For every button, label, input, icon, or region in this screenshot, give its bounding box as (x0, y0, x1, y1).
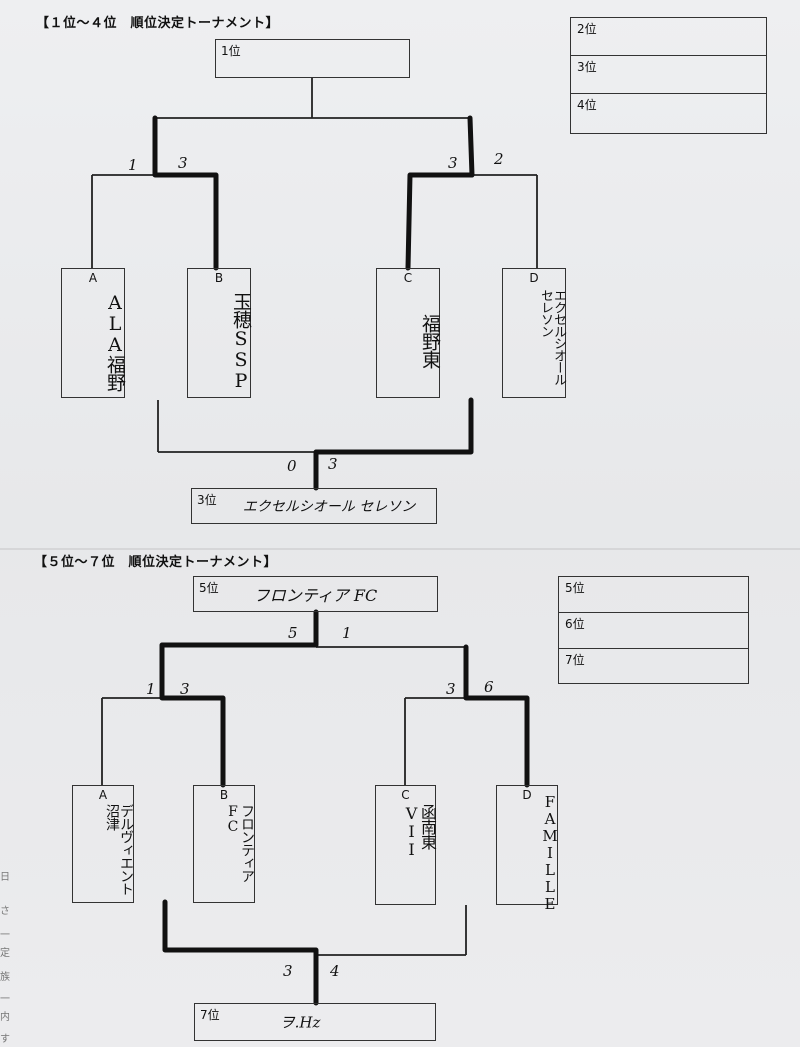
team-box-top-b: B 玉穂SSP (187, 268, 252, 398)
rank-row-7: 7位 (565, 653, 585, 667)
fifth-place-value: フロンティア FC (253, 586, 378, 605)
team-letter: D (522, 788, 532, 802)
seventh-place-label: 7位 (200, 1008, 220, 1022)
score-final-right: 1 (342, 624, 352, 642)
edge-note: さ (0, 906, 10, 917)
team-name: フロンティアFC (225, 804, 255, 882)
team-letter: A (98, 788, 108, 802)
team-letter: B (219, 788, 229, 802)
seventh-place-box: 7位 ヲ.Hz (194, 1003, 436, 1041)
team-letter: D (529, 271, 539, 285)
score-final-left: 5 (288, 624, 298, 642)
fifth-place-label: 5位 (199, 581, 219, 595)
page-fold (0, 548, 800, 550)
rank-row-4: 4位 (577, 98, 597, 112)
score-bottom-a: 1 (146, 680, 156, 698)
team-letter: A (88, 271, 98, 285)
rank-row-5: 5位 (559, 577, 748, 613)
seventh-place-value: ヲ.Hz (279, 1013, 321, 1032)
team-box-bottom-d: D FAMILLE (496, 785, 559, 912)
team-box-top-c: C 福野東 (376, 268, 441, 398)
score-bottom-b: 3 (180, 680, 190, 698)
score-top-d: 2 (494, 150, 504, 168)
team-name: 函南東VII (402, 804, 437, 858)
edge-note: す (0, 1034, 10, 1045)
team-box-top-a: A ALA福野 (61, 268, 126, 398)
score-top-b: 3 (178, 154, 188, 172)
team-name: 福野東 (419, 314, 441, 368)
team-name: デルヴィエント沼津 (104, 804, 134, 895)
edge-note: 定 (0, 948, 10, 959)
bottom-rank-table: 5位 6位 7位 (558, 576, 749, 684)
team-letter: B (214, 271, 224, 285)
third-place-value: エクセルシオール セレソン (242, 499, 416, 515)
first-place-label: 1位 (221, 44, 241, 58)
edge-note: 一 (0, 930, 10, 941)
score-third-right: 3 (328, 455, 338, 473)
top-rank-table: 2位 3位 4位 (570, 17, 767, 134)
score-top-a: 1 (128, 156, 138, 174)
third-place-label: 3位 (197, 493, 217, 507)
score-top-c: 3 (448, 154, 458, 172)
fifth-place-box: 5位 フロンティア FC (193, 576, 438, 612)
score-bottom-d: 6 (484, 678, 494, 696)
rank-row-6: 6位 (559, 613, 748, 649)
score-third-left: 0 (287, 457, 297, 475)
rank-row-3: 3位 (571, 56, 766, 94)
score-seventh-left: 3 (283, 962, 293, 980)
team-name: エクセルシオールセレソン (538, 289, 566, 385)
first-place-box: 1位 (215, 39, 410, 78)
team-name: 玉穂SSP (230, 291, 252, 391)
team-box-bottom-c: C 函南東VII (375, 785, 437, 905)
bottom-heading: 【５位～７位 順位決定トーナメント】 (34, 555, 278, 570)
team-box-bottom-b: B フロンティアFC (193, 785, 255, 903)
team-letter: C (401, 788, 410, 802)
team-name: FAMILLE (541, 792, 559, 912)
rank-row-2: 2位 (571, 18, 766, 56)
team-box-top-d: D エクセルシオールセレソン (502, 268, 566, 398)
team-box-bottom-a: A デルヴィエント沼津 (72, 785, 134, 903)
team-name: ALA福野 (104, 291, 126, 391)
edge-note: 日 (0, 872, 10, 883)
edge-note: 族 (0, 972, 10, 983)
team-letter: C (403, 271, 413, 285)
edge-note: 内 (0, 1012, 10, 1023)
edge-note: 一 (0, 994, 10, 1005)
third-place-box: 3位 エクセルシオール セレソン (191, 488, 437, 524)
score-seventh-right: 4 (330, 962, 340, 980)
top-heading: 【１位～４位 順位決定トーナメント】 (36, 16, 280, 31)
score-bottom-c: 3 (446, 680, 456, 698)
